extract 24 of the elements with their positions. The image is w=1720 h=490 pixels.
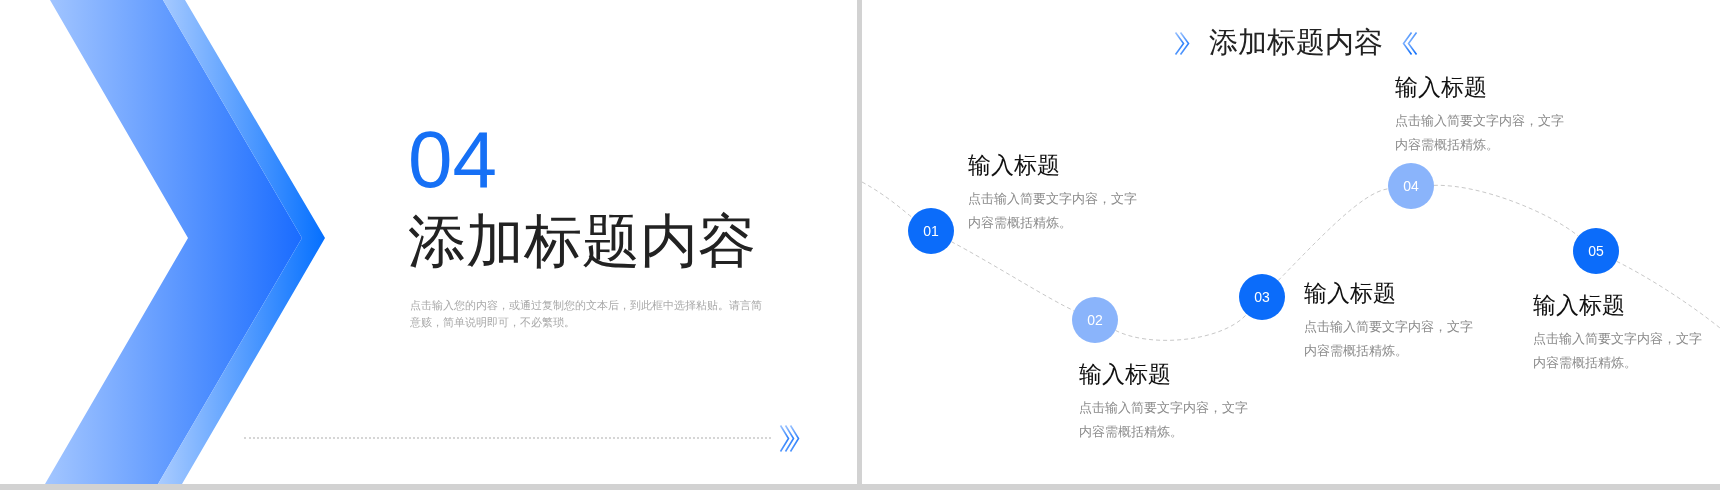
dashed-connector (1277, 188, 1389, 282)
step-title: 输入标题 (1395, 76, 1487, 99)
step-title: 输入标题 (1304, 282, 1396, 305)
step-description: 点击输入简要文字内容，文字内容需概括精炼。 (1395, 113, 1565, 154)
dashed-connector (1616, 260, 1720, 329)
step-description: 点击输入简要文字内容，文字内容需概括精炼。 (1304, 319, 1474, 360)
slide-title: 添加标题内容 (1209, 28, 1383, 57)
description-text: 点击输入您的内容，或通过复制您的文本后，到此框中选择粘贴。请言简意赅，简单说明即可，不必繁琐。 (410, 298, 763, 330)
step-description: 点击输入简要文字内容，文字内容需概括精炼。 (1533, 331, 1703, 372)
step-number: 03 (1254, 289, 1270, 305)
step-title: 输入标题 (1079, 363, 1171, 386)
section-title: 添加标题内容 (408, 212, 756, 270)
dashed-connector (1433, 184, 1579, 237)
dashed-connector (861, 181, 913, 219)
step-description: 点击输入简要文字内容，文字内容需概括精炼。 (1079, 400, 1249, 441)
dashed-connector (1115, 313, 1248, 341)
step-description: 点击输入简要文字内容，文字内容需概括精炼。 (968, 191, 1138, 232)
step-number: 01 (923, 223, 939, 239)
step-title: 输入标题 (968, 154, 1060, 177)
step-title: 输入标题 (1533, 294, 1625, 317)
step-number: 05 (1588, 243, 1604, 259)
step-number: 04 (1403, 178, 1419, 194)
section-number: 04 (408, 120, 497, 200)
step-number: 02 (1087, 312, 1103, 328)
